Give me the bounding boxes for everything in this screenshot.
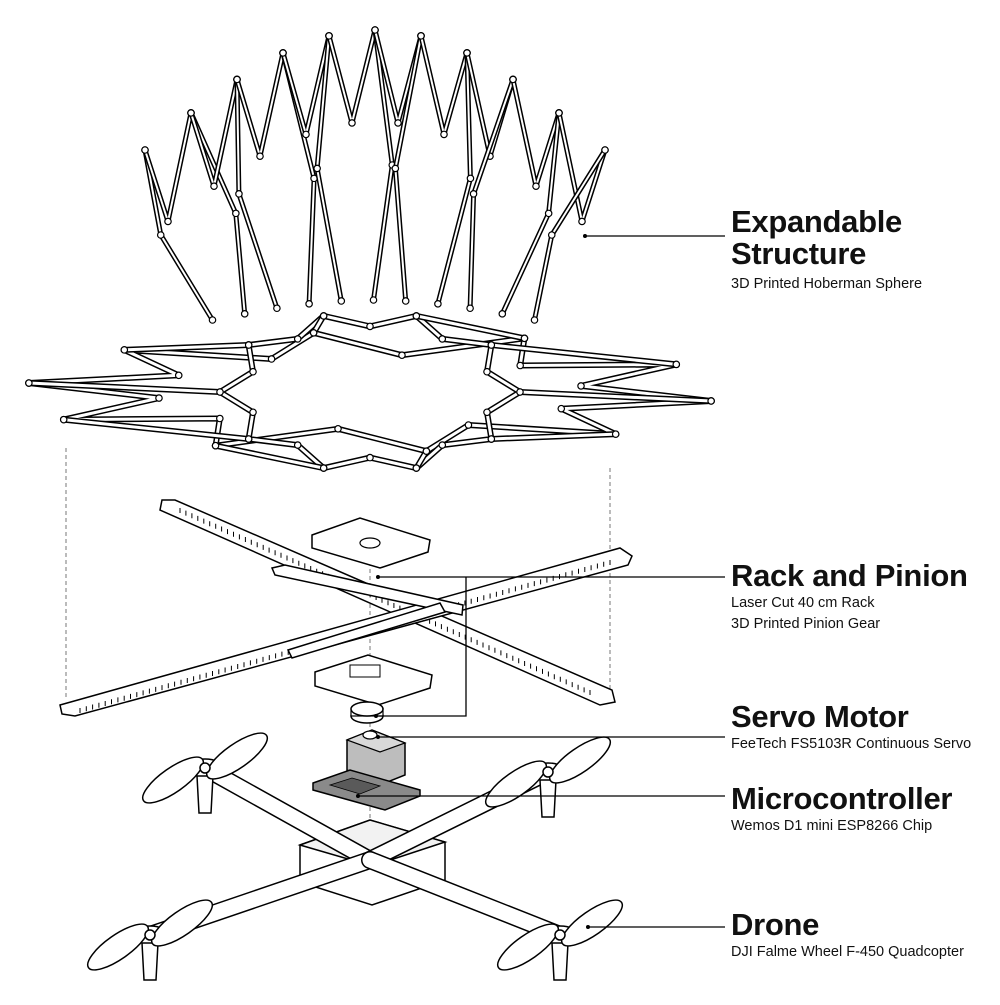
component-title: Structure <box>731 236 867 271</box>
component-description: 3D Printed Hoberman Sphere <box>731 276 923 292</box>
component-title: Expandable <box>731 204 902 239</box>
label-microcontroller: Microcontroller Wemos D1 mini ESP8266 Ch… <box>731 783 952 837</box>
servo-motor <box>345 729 407 786</box>
quadcopter-drone <box>86 732 624 981</box>
label-servo-motor: Servo Motor FeeTech FS5103R Continuous S… <box>731 701 971 755</box>
component-title: Microcontroller <box>731 781 953 816</box>
component-title: Rack and Pinion <box>731 558 968 593</box>
component-title: Drone <box>731 907 820 942</box>
hoberman-sphere <box>25 26 715 472</box>
component-description: FeeTech FS5103R Continuous Servo <box>731 736 972 752</box>
label-drone: Drone DJI Falme Wheel F-450 Quadcopter <box>731 909 964 963</box>
label-expandable-structure: Expandable Structure 3D Printed Hoberman… <box>731 206 922 295</box>
rack-and-pinion <box>59 499 633 724</box>
label-rack-and-pinion: Rack and Pinion Laser Cut 40 cm Rack 3D … <box>731 560 968 635</box>
component-description: DJI Falme Wheel F-450 Quadcopter <box>731 944 964 960</box>
component-description: Laser Cut 40 cm Rack <box>731 595 875 611</box>
component-description: Wemos D1 mini ESP8266 Chip <box>731 818 933 834</box>
component-title: Servo Motor <box>731 699 909 734</box>
leader-lines <box>356 234 725 929</box>
component-description: 3D Printed Pinion Gear <box>731 616 881 632</box>
